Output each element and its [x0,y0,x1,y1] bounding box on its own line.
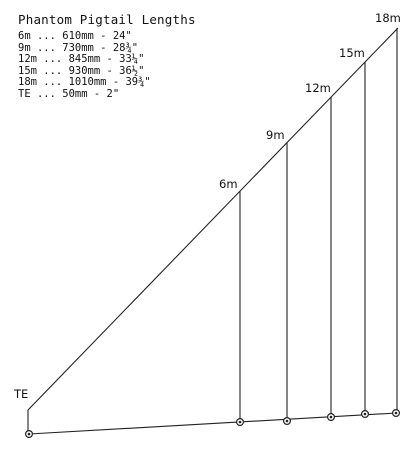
legend: Phantom Pigtail Lengths 6m ... 610mm - 2… [18,12,196,101]
length-item-te: TE ... 50mm - 2" [18,87,120,100]
length-list: 6m ... 610mm - 24" 9m ... 730mm - 28¾" 1… [18,30,196,101]
label-18m: 18m [375,11,401,25]
length-item-15m: 15m ... 930mm - 36½" [18,64,145,77]
base-wire [28,412,398,435]
label-te: TE [13,387,28,401]
node-6m [236,418,245,427]
label-15m: 15m [339,46,365,60]
node-18m [392,409,401,418]
length-item-6m: 6m ... 610mm - 24" [18,30,132,42]
diagonal-wire [27,27,399,411]
length-item-12m: 12m ... 845mm - 33¼" [18,53,145,66]
label-12m: 12m [305,81,331,95]
node-12m [327,413,336,422]
length-item-9m: 9m ... 730mm - 28¾" [18,41,139,54]
node-te [25,430,34,439]
label-6m: 6m [219,177,238,191]
node-9m [283,417,292,426]
length-item-18m: 18m ... 1010mm - 39¾" [18,76,151,89]
label-9m: 9m [266,128,285,142]
diagram-title: Phantom Pigtail Lengths [18,12,196,27]
node-15m [361,410,370,419]
